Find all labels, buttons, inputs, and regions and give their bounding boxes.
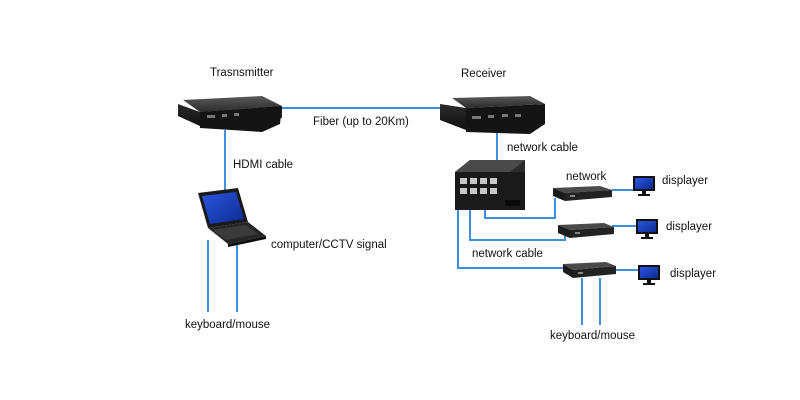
computer-signal-label: computer/CCTV signal (271, 239, 387, 251)
fiber-label: Fiber (up to 20Km) (313, 116, 409, 128)
switch-to-receiver-2 (469, 205, 566, 241)
hdmi-cable-label: HDMI cable (233, 159, 294, 171)
switch-to-receiver-1 (484, 198, 556, 219)
receiver-label: Receiver (461, 68, 507, 80)
network-cable-label-bottom: network cable (472, 248, 543, 260)
keyboard-mouse-label-right: keyboard/mouse (550, 330, 636, 342)
displayer-label-1: displayer (662, 175, 709, 187)
displayer-label-3: displayer (670, 268, 717, 280)
displayer-label-2: displayer (666, 221, 713, 233)
network-switch (455, 160, 525, 210)
mini-receiver-3 (563, 262, 616, 278)
mini-receiver-1 (553, 186, 612, 201)
receiver-device (440, 96, 545, 134)
transmitter-device (178, 96, 282, 132)
network-cable-label-top: network cable (507, 142, 578, 154)
laptop-icon (198, 188, 266, 247)
cables (207, 107, 638, 325)
switch-to-receiver-3 (457, 200, 568, 269)
monitor-icon-1 (633, 176, 655, 196)
mini-receiver-2 (558, 223, 614, 238)
transmitter-label: Trasnsmitter (210, 67, 274, 79)
network-label: network (566, 171, 607, 183)
monitor-icon-3 (638, 265, 660, 285)
keyboard-mouse-label-left: keyboard/mouse (185, 319, 271, 331)
monitor-icon-2 (636, 219, 658, 239)
